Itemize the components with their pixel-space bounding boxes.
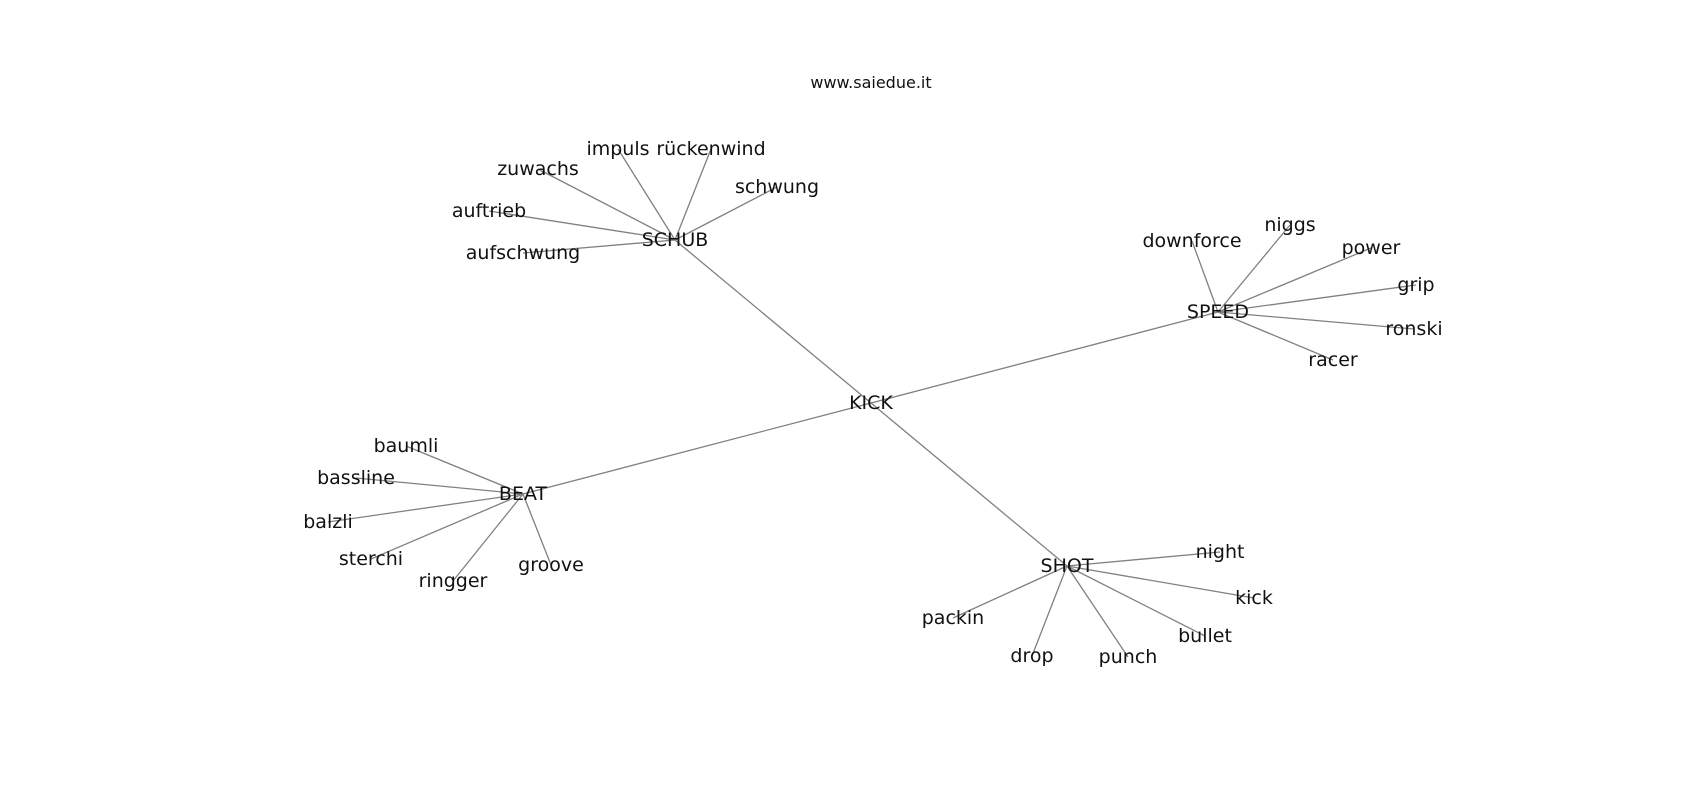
leaf-node-label: racer bbox=[1308, 349, 1358, 371]
edge-shot-leaf bbox=[1031, 565, 1068, 657]
leaf-node-label: sterchi bbox=[339, 548, 403, 570]
leaf-node-label: ronski bbox=[1385, 318, 1442, 340]
edge-speed-leaf bbox=[1191, 240, 1219, 313]
edge-beat-leaf bbox=[327, 493, 524, 523]
leaf-node-label: night bbox=[1196, 541, 1245, 563]
leaf-node-label: balzli bbox=[303, 511, 353, 533]
leaf-node-label: impuls bbox=[586, 138, 649, 160]
hub-node-label: SPEED bbox=[1187, 301, 1249, 323]
edge-beat-leaf bbox=[522, 493, 552, 566]
hub-node-label: SHOT bbox=[1041, 555, 1094, 577]
label-layer: KICK SCHUB impuls rückenwind zuwachs schwung a… bbox=[303, 138, 1442, 668]
edge-shot-leaf bbox=[952, 565, 1068, 619]
leaf-node-label: niggs bbox=[1264, 214, 1315, 236]
edge-speed-leaf bbox=[1217, 311, 1415, 330]
hub-node-label: BEAT bbox=[499, 483, 548, 505]
leaf-node-label: rückenwind bbox=[656, 138, 765, 160]
leaf-node-label: bullet bbox=[1178, 625, 1232, 647]
edge-speed-leaf bbox=[1217, 224, 1291, 313]
edge-shot-leaf bbox=[1066, 565, 1129, 658]
edge-shot-leaf bbox=[1066, 551, 1221, 567]
edge-shot-leaf bbox=[1066, 565, 1206, 637]
edge-beat-leaf bbox=[405, 445, 524, 495]
leaf-node-label: kick bbox=[1235, 587, 1273, 609]
edge-root-beat bbox=[522, 402, 872, 495]
edge-speed-leaf bbox=[1217, 247, 1372, 313]
edge-speed-leaf bbox=[1217, 311, 1334, 361]
edge-schub-leaf bbox=[617, 148, 676, 241]
edge-beat-leaf bbox=[452, 493, 524, 582]
edge-root-speed bbox=[870, 311, 1219, 404]
leaf-node-label: auftrieb bbox=[452, 200, 526, 222]
leaf-node-label: grip bbox=[1397, 274, 1434, 296]
edge-root-schub bbox=[674, 239, 872, 404]
leaf-node-label: baumli bbox=[374, 435, 439, 457]
leaf-node-label: ringger bbox=[419, 570, 488, 592]
edge-beat-leaf bbox=[355, 477, 524, 495]
site-credit: www.saiedue.it bbox=[810, 73, 931, 92]
leaf-node-label: bassline bbox=[317, 467, 395, 489]
hub-node-label: SCHUB bbox=[642, 229, 709, 251]
edge-beat-leaf bbox=[370, 493, 524, 560]
edge-layer bbox=[327, 148, 1417, 658]
leaf-node-label: zuwachs bbox=[497, 158, 579, 180]
edge-shot-leaf bbox=[1066, 565, 1255, 599]
leaf-node-label: groove bbox=[518, 554, 584, 576]
leaf-node-label: downforce bbox=[1142, 230, 1241, 252]
edge-schub-leaf bbox=[674, 148, 712, 241]
leaf-node-label: schwung bbox=[735, 176, 819, 198]
edge-schub-leaf bbox=[488, 210, 676, 241]
leaf-node-label: punch bbox=[1099, 646, 1158, 668]
leaf-node-label: drop bbox=[1010, 645, 1053, 667]
leaf-node-label: packin bbox=[922, 607, 984, 629]
leaf-node-label: aufschwung bbox=[466, 242, 580, 264]
edge-speed-leaf bbox=[1217, 284, 1417, 313]
leaf-node-label: power bbox=[1342, 237, 1401, 259]
root-node-label: KICK bbox=[849, 392, 893, 414]
edge-schub-leaf bbox=[522, 239, 676, 254]
edge-root-shot bbox=[870, 402, 1068, 567]
edge-schub-leaf bbox=[537, 168, 676, 241]
edge-schub-leaf bbox=[674, 186, 778, 241]
